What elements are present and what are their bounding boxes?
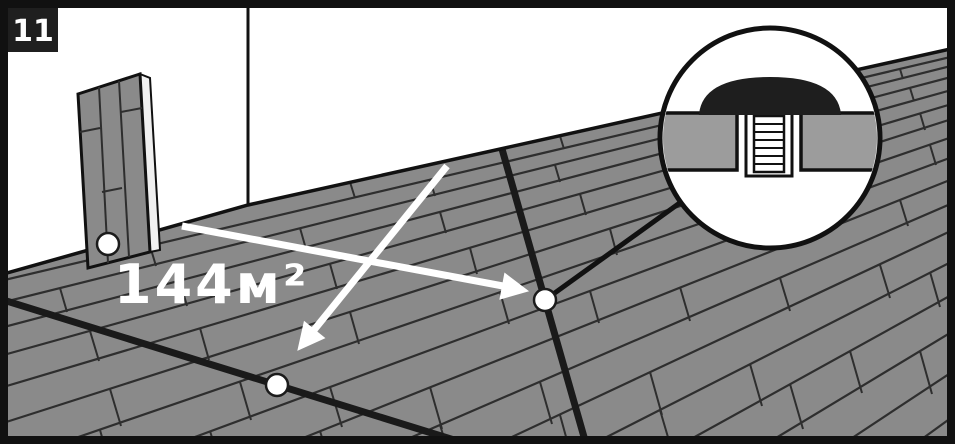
standing-plank-seams <box>79 80 143 264</box>
detail-plank-left <box>663 111 739 172</box>
expansion-gap-marker-dot <box>264 372 290 398</box>
step-number-box <box>8 8 58 52</box>
measure-arrow-down-head-icon <box>297 320 326 351</box>
detail-plank-right <box>799 111 877 172</box>
standing-plank-face <box>76 71 152 270</box>
screw-thread-body <box>752 114 786 174</box>
fastener-marker-dot <box>532 287 558 313</box>
screw-cap-icon <box>698 76 842 115</box>
step-number-label: 11 <box>12 14 54 49</box>
detail-callout <box>657 25 883 251</box>
step-indicator: 11 <box>8 8 58 52</box>
measure-arrow-right-shaft <box>181 222 504 290</box>
measure-arrow-right-head-icon <box>499 272 530 300</box>
standing-plank <box>76 71 162 270</box>
measure-arrow-down-shaft <box>311 163 450 333</box>
callout-leader-line <box>543 199 683 303</box>
floor-plank-rows <box>0 54 955 444</box>
screw-thread-lines-icon <box>754 123 784 165</box>
area-label: 144м² <box>114 253 310 316</box>
wall-gap-marker-dot <box>95 231 121 257</box>
measurement-arrows <box>181 163 530 351</box>
joint-markers <box>95 231 558 398</box>
